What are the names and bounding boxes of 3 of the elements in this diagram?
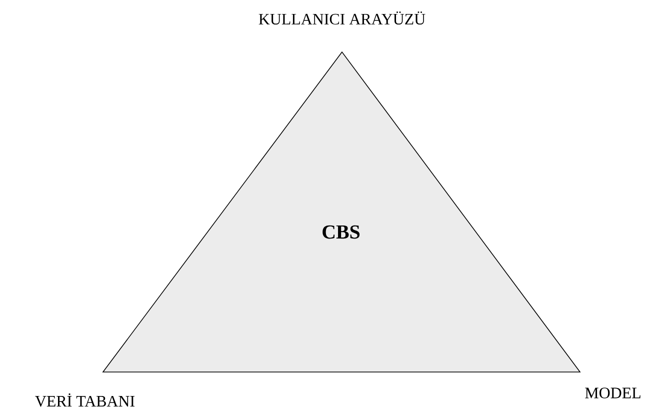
corner-label: VERİ TABANI [35, 393, 134, 407]
corner-label: MODEL [585, 388, 640, 398]
corner-label: KULLANICI ARAYÜZÜ [258, 11, 426, 25]
